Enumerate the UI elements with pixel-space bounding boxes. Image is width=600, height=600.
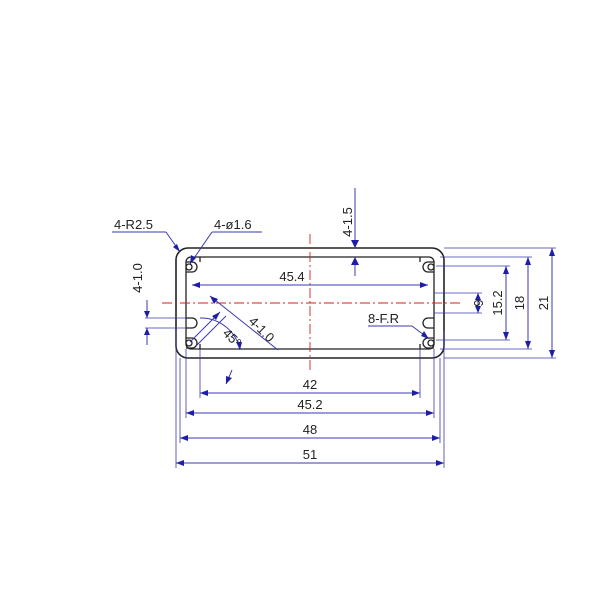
dim-6: 6	[471, 293, 486, 313]
slot-bottom-left	[186, 337, 198, 349]
dim-18-label: 18	[512, 296, 527, 310]
hole-top-left	[185, 263, 193, 271]
dim-6-label: 6	[471, 299, 486, 306]
fillet-label: 8-F.R	[368, 311, 399, 326]
slot-mid-right	[422, 317, 434, 329]
hole-top-right	[427, 263, 435, 271]
hole-callout: 4-ø1.6	[189, 217, 262, 265]
dim-48-label: 48	[303, 422, 317, 437]
slot-top-left	[186, 261, 198, 273]
diag-slot-label: 4-1.0	[246, 314, 278, 346]
corner-slots	[185, 261, 435, 349]
hole-bottom-left	[185, 339, 193, 347]
slot-mid-left	[186, 317, 198, 329]
dim-42-label: 42	[303, 377, 317, 392]
dim-18: 18	[512, 257, 531, 349]
fillet-callout: 8-F.R	[368, 311, 429, 339]
dim-51: 51	[176, 447, 444, 466]
top-wall-label: 4-1.5	[340, 207, 355, 237]
slot-top-right	[422, 261, 434, 273]
dim-45-2: 45.2	[186, 397, 434, 416]
angle-callout: 45° 4-1.0	[189, 295, 279, 385]
radius-callout: 4-R2.5	[112, 217, 181, 253]
dim-15-2: 15.2	[490, 266, 509, 340]
dim-42: 42	[200, 377, 420, 396]
radius-label: 4-R2.5	[114, 217, 153, 232]
dim-45-2-label: 45.2	[297, 397, 322, 412]
dim-21-label: 21	[536, 296, 551, 310]
dim-15-2-label: 15.2	[490, 290, 505, 315]
top-wall-callout: 4-1.5	[340, 188, 359, 276]
hole-label: 4-ø1.6	[214, 217, 252, 232]
dim-51-label: 51	[303, 447, 317, 462]
height-dimensions: 6 15.2 18 21	[434, 247, 556, 359]
dim-45-4-label: 45.4	[279, 269, 304, 284]
dim-48: 48	[180, 422, 440, 441]
dim-21: 21	[536, 248, 555, 358]
hole-bottom-right	[427, 339, 435, 347]
width-dimensions: 42 45.2 48 51	[175, 330, 445, 468]
left-slot-callout: 4-1.0	[130, 263, 186, 345]
dim-45-4: 45.4	[192, 269, 428, 288]
left-slot-label: 4-1.0	[130, 263, 145, 293]
